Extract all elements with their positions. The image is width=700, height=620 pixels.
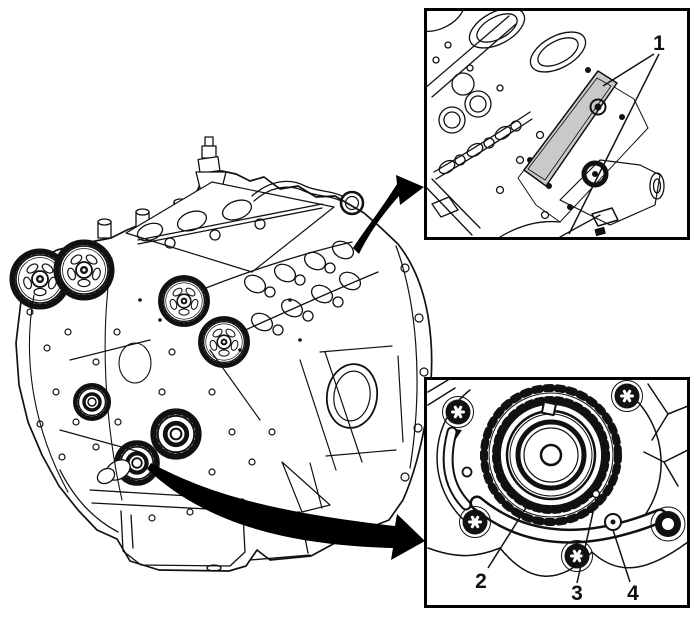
callout-3: 3 [571, 498, 597, 605]
timing-cover-edges [28, 257, 152, 501]
detail-inset-top [424, 8, 690, 240]
bell-housing-flange [281, 245, 429, 513]
fuel-pipes [251, 180, 365, 216]
callout-1: 1 [568, 32, 665, 235]
crankshaft-sprocket [492, 396, 610, 514]
callout-4: 4 [612, 529, 639, 605]
lower-gear-train [74, 384, 201, 487]
callout-label-1: 1 [653, 32, 665, 55]
sprocket-detail [427, 380, 687, 577]
alignment-hole [604, 513, 622, 531]
callout-arrow-top-icon [353, 175, 424, 254]
callout-label-4: 4 [627, 582, 639, 605]
block-bolts [26, 298, 322, 532]
callout-2: 2 [475, 502, 530, 593]
callout-arrow-bottom-icon [147, 463, 425, 560]
head-deck [125, 181, 335, 273]
callout-label-2: 2 [475, 570, 487, 593]
cylinder-head-detail [427, 11, 665, 237]
callout-label-3: 3 [571, 582, 583, 605]
engine-line-art [10, 136, 433, 572]
